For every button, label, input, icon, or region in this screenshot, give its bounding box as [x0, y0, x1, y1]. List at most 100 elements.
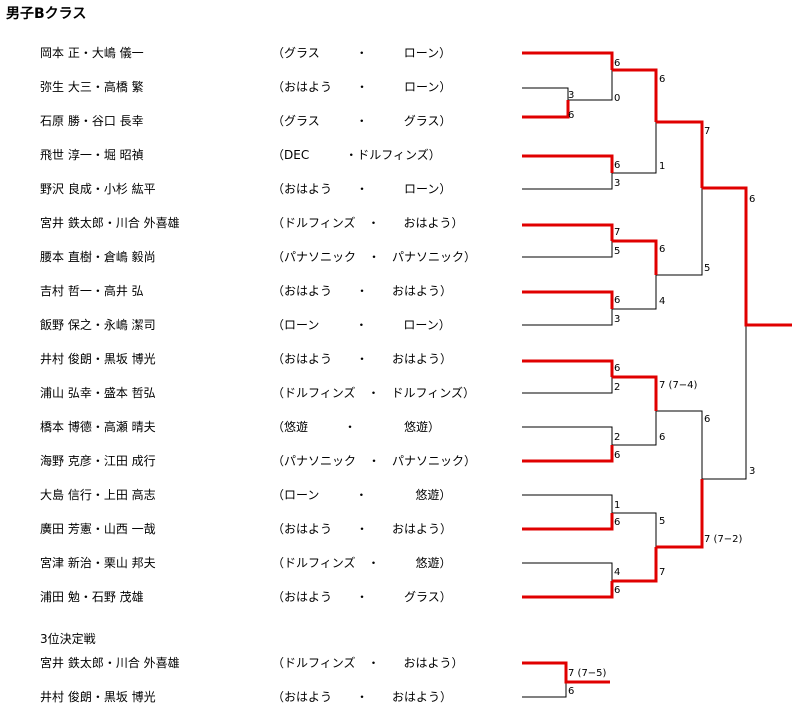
winner-line: [656, 479, 704, 549]
entry-clubs: （DEC ・ドルフィンズ）: [272, 148, 441, 162]
score-label: 6: [614, 363, 620, 374]
page-title: 男子Bクラス: [6, 6, 87, 22]
entry-players: 浦山 弘幸・盛本 哲弘: [40, 386, 156, 400]
entry-players: 宮津 新治・栗山 邦夫: [40, 556, 156, 570]
score-label: 3: [749, 466, 755, 477]
bracket-line: [522, 377, 613, 394]
score-label: 7: [614, 227, 620, 238]
entry-clubs: （おはよう ・ ローン）: [272, 80, 452, 94]
entry-players: 浦田 勉・石野 茂雄: [40, 590, 144, 604]
winner-line: [522, 290, 614, 309]
score-label: 6: [614, 58, 620, 69]
bracket-line: [522, 494, 613, 513]
entry-clubs: （パナソニック ・ パナソニック）: [272, 454, 477, 468]
score-label: 7: [704, 126, 710, 137]
bracket-line: [522, 87, 569, 117]
entry-clubs: （悠遊 ・ 悠遊）: [272, 420, 441, 434]
score-label: 7: [659, 567, 665, 578]
entry-players: 飛世 淳一・堀 昭禎: [40, 148, 144, 162]
entry-players: 弥生 大三・高橋 繁: [40, 80, 144, 94]
entry-players: 石原 勝・谷口 長幸: [40, 114, 144, 128]
score-label: 6: [568, 686, 574, 697]
score-label: 1: [659, 161, 665, 172]
score-label: 7 (7−2): [704, 534, 743, 545]
score-label: 6: [614, 517, 620, 528]
winner-line: [522, 581, 614, 599]
entry-players: 廣田 芳憲・山西 一哉: [40, 522, 156, 536]
entry-clubs: （グラス ・ ローン）: [272, 46, 452, 60]
score-label: 7 (7−4): [659, 380, 698, 391]
score-label: 7 (7−5): [568, 668, 607, 679]
score-label: 6: [659, 432, 665, 443]
entry-clubs: （グラス ・ グラス）: [272, 114, 452, 128]
entry-players: 大島 信行・上田 高志: [40, 488, 156, 502]
score-label: 4: [659, 296, 665, 307]
entry-players: 井村 俊朗・黒坂 博光: [40, 690, 156, 704]
score-label: 4: [614, 567, 620, 578]
score-label: 3: [614, 178, 620, 189]
score-label: 2: [614, 432, 620, 443]
entry-clubs: （おはよう ・ おはよう）: [272, 690, 453, 704]
bracket-line: [568, 70, 613, 101]
winner-line: [522, 513, 614, 531]
entry-clubs: （おはよう ・ グラス）: [272, 590, 452, 604]
bracket-line: [612, 122, 657, 174]
score-label: 5: [614, 246, 620, 257]
winner-line: [702, 186, 792, 327]
winner-line: [522, 223, 614, 241]
winner-line: [522, 100, 570, 119]
score-label: 5: [704, 263, 710, 274]
winner-line: [522, 51, 614, 70]
score-label: 6: [614, 450, 620, 461]
bracket-line: [522, 173, 613, 190]
bracket-line: [612, 512, 657, 547]
bronze-match-title: 3位決定戦: [40, 632, 96, 646]
winner-line: [522, 154, 614, 173]
bracket-line: [612, 411, 657, 446]
winner-line: [612, 547, 658, 583]
entry-players: 宮井 鉄太郎・川合 外喜雄: [40, 216, 180, 230]
score-label: 6: [704, 414, 710, 425]
score-label: 6: [568, 110, 574, 121]
entry-players: 宮井 鉄太郎・川合 外喜雄: [40, 656, 180, 670]
bracket-line: [612, 275, 657, 310]
entry-players: 野沢 良成・小杉 紘平: [40, 182, 156, 196]
score-label: 6: [749, 194, 755, 205]
score-label: 6: [614, 295, 620, 306]
entry-clubs: （ローン ・ ローン）: [272, 318, 451, 332]
entry-players: 橋本 博德・高瀬 晴夫: [40, 420, 156, 434]
winner-line: [612, 239, 658, 275]
bracket-line: [522, 426, 613, 445]
score-label: 5: [659, 516, 665, 527]
entry-players: 岡本 正・大嶋 儀一: [40, 46, 144, 60]
winner-line: [522, 661, 610, 684]
entry-clubs: （おはよう ・ おはよう）: [272, 352, 453, 366]
bracket-line: [522, 309, 613, 326]
score-label: 6: [659, 244, 665, 255]
entry-players: 吉村 哲一・高井 弘: [40, 284, 144, 298]
winner-line: [612, 375, 658, 411]
entry-clubs: （ドルフィンズ ・ おはよう）: [272, 216, 464, 230]
entry-clubs: （おはよう ・ おはよう）: [272, 522, 453, 536]
entry-clubs: （おはよう ・ ローン）: [272, 182, 452, 196]
entry-clubs: （ドルフィンズ ・ おはよう）: [272, 656, 464, 670]
entry-clubs: （ドルフィンズ ・ ドルフィンズ）: [272, 386, 476, 400]
score-label: 6: [659, 74, 665, 85]
entry-clubs: （パナソニック ・ パナソニック）: [272, 250, 477, 264]
score-label: 6: [614, 585, 620, 596]
entry-clubs: （ローン ・ 悠遊）: [272, 488, 452, 502]
entry-players: 腰本 直樹・倉嶋 毅尚: [40, 250, 156, 264]
entry-players: 井村 俊朗・黒坂 博光: [40, 352, 156, 366]
winner-line: [656, 120, 704, 188]
bracket-line: [522, 562, 613, 581]
winner-line: [612, 68, 658, 122]
score-label: 0: [614, 93, 620, 104]
score-label: 6: [614, 160, 620, 171]
bracket-line: [656, 410, 703, 479]
bracket-line: [522, 682, 567, 698]
entry-clubs: （ドルフィンズ ・ 悠遊）: [272, 556, 452, 570]
score-label: 3: [614, 314, 620, 325]
winner-line: [522, 359, 614, 377]
entry-players: 飯野 保之・永嶋 潔司: [40, 318, 156, 332]
